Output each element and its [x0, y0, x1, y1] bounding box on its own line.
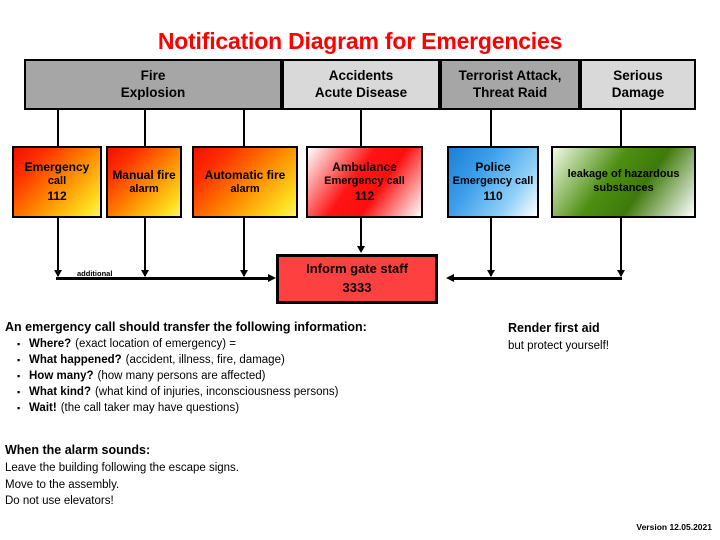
action-line-2: call: [47, 175, 67, 188]
emergency-call-info-block: An emergency call should transfer the fo…: [5, 320, 475, 414]
info-heading: An emergency call should transfer the fo…: [5, 320, 367, 334]
page-title: Notification Diagram for Emergencies: [157, 28, 563, 54]
arrowhead-hazardous-down: [617, 270, 625, 277]
bullet-icon: ▪: [17, 403, 21, 413]
gate-line-1: Inform gate staff: [306, 261, 408, 277]
category-line-2: Acute Disease: [314, 84, 408, 100]
info-answer: (accident, illness, fire, damage): [125, 354, 285, 366]
arrowhead-right-bus-into-gate: [446, 274, 454, 282]
connector-cat-to-hazardous: [620, 110, 622, 146]
action-box-manual-fire-alarm[interactable]: Manual fire alarm: [106, 146, 182, 218]
action-line-2: alarm: [129, 182, 159, 195]
info-item: ▪ What happened? (accident, illness, fir…: [5, 354, 475, 366]
connector-automatic-alarm-down: [243, 218, 245, 276]
category-line-1: Serious: [613, 67, 663, 83]
alarm-heading: When the alarm sounds:: [5, 443, 151, 457]
category-box-fire[interactable]: Fire Explosion: [24, 59, 282, 110]
connector-cat-to-manual-alarm: [144, 110, 146, 146]
category-line-1: Terrorist Attack,: [458, 67, 562, 83]
first-aid-block: Render first aid but protect yourself!: [508, 321, 609, 352]
info-answer: (how many persons are affected): [97, 370, 266, 382]
bus-left-to-gate: [56, 277, 268, 280]
bullet-icon: ▪: [17, 339, 21, 349]
connector-police-down: [490, 218, 492, 276]
action-line-1: leakage of hazardous: [567, 168, 680, 181]
action-line-2: substances: [593, 182, 654, 194]
connector-hazardous-down: [620, 218, 622, 276]
action-line-1: Automatic fire: [204, 167, 286, 182]
alarm-instructions-block: When the alarm sounds: Leave the buildin…: [5, 443, 405, 510]
action-line-3: 112: [47, 188, 67, 203]
info-answer: (the call taker may have questions): [60, 402, 240, 414]
alarm-line: Do not use elevators!: [5, 495, 114, 508]
info-question: What kind?: [29, 386, 91, 398]
action-line-1: Emergency: [24, 160, 90, 175]
info-answer: (what kind of injuries, inconsciousness …: [94, 386, 339, 398]
category-line-2: Explosion: [120, 84, 186, 100]
first-aid-heading: Render first aid: [508, 321, 600, 335]
arrowhead-police-down: [487, 270, 495, 277]
first-aid-sub: but protect yourself!: [508, 340, 609, 352]
arrowhead-left-bus-into-gate: [268, 274, 276, 282]
additional-label: additional: [77, 269, 113, 278]
arrowhead-automatic-alarm-down: [240, 270, 248, 277]
alarm-line: Move to the assembly.: [5, 478, 120, 491]
bullet-icon: ▪: [17, 371, 21, 381]
action-box-police[interactable]: Police Emergency call 110: [447, 146, 539, 218]
action-line-1: Ambulance: [332, 160, 397, 175]
action-line-3: 112: [354, 188, 375, 203]
category-line-1: Fire: [140, 67, 166, 83]
bus-right-to-gate: [454, 277, 622, 280]
arrowhead-manual-alarm-down: [141, 270, 149, 277]
info-question: How many?: [29, 370, 94, 382]
action-line-1: Police: [475, 160, 511, 175]
info-item: ▪ How many? (how many persons are affect…: [5, 370, 475, 382]
gate-line-2: 3333: [342, 280, 372, 295]
bullet-icon: ▪: [17, 387, 21, 397]
category-line-2: Damage: [611, 84, 665, 100]
action-line-2: alarm: [230, 182, 260, 195]
arrowhead-emergency-call-down: [54, 270, 62, 277]
connector-cat-to-emergency-call: [57, 110, 59, 146]
action-line-3: 110: [483, 188, 503, 203]
connector-cat-to-police: [490, 110, 492, 146]
info-question: What happened?: [29, 354, 122, 366]
info-item: ▪ Where? (exact location of emergency) =: [5, 338, 475, 350]
action-line-1: Manual fire: [112, 167, 176, 182]
gate-staff-box[interactable]: Inform gate staff 3333: [276, 254, 438, 304]
info-question: Where?: [29, 338, 72, 350]
info-item: ▪ What kind? (what kind of injuries, inc…: [5, 386, 475, 398]
category-box-terrorist-attack[interactable]: Terrorist Attack, Threat Raid: [440, 59, 580, 110]
connector-manual-alarm-down: [144, 218, 146, 276]
arrowhead-ambulance-into-gate: [357, 246, 365, 253]
info-answer: (exact location of emergency) =: [75, 338, 236, 350]
action-box-ambulance[interactable]: Ambulance Emergency call 112: [306, 146, 423, 218]
connector-emergency-call-down: [57, 218, 59, 276]
category-line-2: Threat Raid: [472, 84, 548, 100]
bullet-icon: ▪: [17, 355, 21, 365]
version-footer: Version 12.05.2021: [636, 522, 712, 532]
action-line-2: Emergency call: [452, 175, 534, 188]
info-question: Wait!: [29, 402, 57, 414]
category-box-serious-damage[interactable]: Serious Damage: [580, 59, 696, 110]
connector-cat-to-ambulance: [360, 110, 362, 146]
action-box-automatic-fire-alarm[interactable]: Automatic fire alarm: [192, 146, 298, 218]
action-box-emergency-call[interactable]: Emergency call 112: [12, 146, 102, 218]
info-item: ▪ Wait! (the call taker may have questio…: [5, 402, 475, 414]
alarm-line: Leave the building following the escape …: [5, 462, 239, 474]
category-box-accidents[interactable]: Accidents Acute Disease: [282, 59, 440, 110]
action-line-2: Emergency call: [324, 175, 405, 188]
connector-ambulance-down: [360, 218, 362, 248]
connector-cat-to-automatic-alarm: [243, 110, 245, 146]
category-line-1: Accidents: [328, 67, 394, 83]
action-box-hazardous-substances[interactable]: leakage of hazardous substances: [551, 146, 696, 218]
